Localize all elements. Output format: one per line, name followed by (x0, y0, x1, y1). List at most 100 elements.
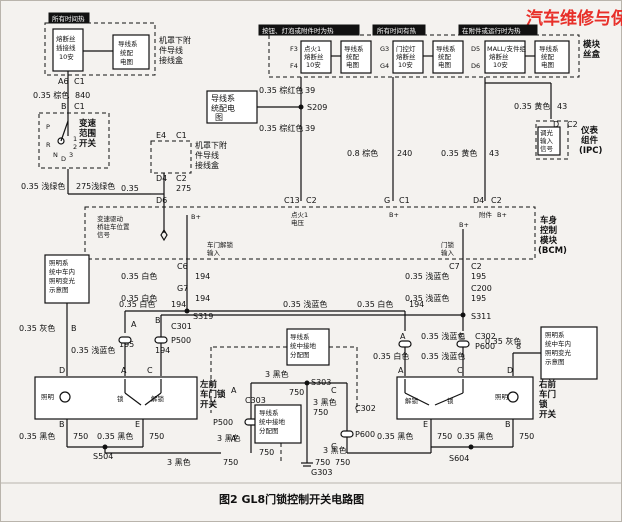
svg-text:C2: C2 (306, 196, 317, 205)
svg-text:统中车内: 统中车内 (545, 339, 571, 348)
svg-text:S504: S504 (93, 452, 113, 461)
svg-text:D: D (553, 120, 559, 129)
svg-text:信号: 信号 (540, 144, 554, 153)
svg-text:D: D (59, 366, 65, 375)
svg-text:电图: 电图 (541, 60, 554, 69)
svg-text:0.35 黄色: 0.35 黄色 (441, 148, 477, 158)
svg-text:750: 750 (313, 408, 328, 417)
svg-text:P500: P500 (213, 418, 233, 427)
range-switch-box (38, 112, 110, 169)
svg-text:B+: B+ (459, 221, 469, 229)
svg-text:照明系: 照明系 (49, 258, 69, 267)
svg-text:194: 194 (155, 346, 170, 355)
svg-text:0.35 白色: 0.35 白色 (373, 351, 409, 361)
svg-text:控制: 控制 (540, 225, 558, 236)
svg-text:示意图: 示意图 (49, 285, 69, 294)
svg-text:194: 194 (195, 294, 210, 303)
svg-text:0.35: 0.35 (121, 184, 139, 193)
svg-text:输入: 输入 (540, 136, 554, 145)
svg-text:统中接地: 统中接地 (259, 417, 286, 426)
svg-text:MALL/支件组: MALL/支件组 (487, 44, 526, 53)
svg-text:电图: 电图 (346, 60, 359, 69)
svg-text:变速: 变速 (79, 118, 97, 129)
svg-text:194: 194 (171, 300, 186, 309)
svg-text:0.35 黑色: 0.35 黑色 (377, 431, 413, 441)
svg-text:门锁: 门锁 (441, 240, 455, 249)
svg-text:锁: 锁 (117, 394, 124, 403)
svg-text:统中接地: 统中接地 (290, 341, 317, 350)
svg-text:导线系: 导线系 (118, 39, 138, 48)
svg-text:统配: 统配 (120, 48, 134, 57)
svg-text:G4: G4 (380, 62, 389, 70)
svg-text:模块: 模块 (540, 235, 558, 246)
svg-text:10安: 10安 (59, 52, 74, 61)
svg-text:0.35 浅蓝色: 0.35 浅蓝色 (421, 351, 465, 361)
fuse-block-main (268, 34, 580, 78)
svg-text:熔断丝: 熔断丝 (489, 52, 509, 61)
wire-label-840: 0.35 棕色 (33, 90, 69, 100)
fuse-g-box (392, 40, 424, 74)
svg-text:导线系: 导线系 (344, 44, 364, 53)
svg-text:B+: B+ (191, 213, 201, 221)
svg-text:3 黑色: 3 黑色 (323, 445, 347, 455)
svg-text:D5: D5 (471, 45, 480, 53)
svg-text:39: 39 (305, 86, 315, 95)
engine-acc-mid-box (150, 140, 192, 174)
svg-text:照明: 照明 (495, 393, 509, 401)
svg-text:A: A (400, 332, 406, 341)
svg-text:所有时间有热: 所有时间有热 (377, 26, 417, 35)
svg-text:C1: C1 (74, 102, 85, 111)
svg-text:导线系: 导线系 (259, 408, 279, 417)
svg-text:电压: 电压 (291, 218, 305, 227)
svg-text:车门解锁: 车门解锁 (207, 240, 234, 249)
svg-text:E4: E4 (156, 131, 166, 140)
svg-text:C200: C200 (471, 284, 492, 293)
svg-text:C13: C13 (284, 196, 300, 205)
svg-text:在附件或运行时为热: 在附件或运行时为热 (462, 26, 521, 35)
svg-text:G7: G7 (177, 284, 188, 293)
svg-text:A: A (231, 386, 237, 395)
svg-text:件导线: 件导线 (195, 150, 219, 160)
svg-text:S604: S604 (449, 454, 469, 463)
svg-text:电图: 电图 (120, 57, 133, 66)
svg-text:B: B (61, 102, 67, 111)
svg-text:194: 194 (409, 300, 424, 309)
svg-text:0.35 白色: 0.35 白色 (121, 271, 157, 281)
fuse-left-box (52, 28, 84, 72)
svg-text:750: 750 (519, 432, 534, 441)
svg-text:B+: B+ (497, 211, 507, 219)
svg-text:统配电: 统配电 (211, 103, 235, 113)
svg-text:组件: 组件 (581, 135, 599, 146)
svg-text:0.35 白色: 0.35 白色 (357, 299, 393, 309)
svg-text:195: 195 (471, 272, 486, 281)
svg-text:0.35 浅蓝色: 0.35 浅蓝色 (405, 293, 449, 303)
svg-text:照明变光: 照明变光 (545, 348, 572, 357)
svg-text:A: A (121, 366, 127, 375)
svg-text:熔断丝: 熔断丝 (396, 52, 416, 61)
svg-text:点火1: 点火1 (291, 211, 308, 219)
svg-text:194: 194 (195, 272, 210, 281)
fuse-d-box (484, 40, 526, 74)
svg-text:C2: C2 (491, 196, 502, 205)
svg-text:A: A (231, 434, 237, 443)
svg-text:0.35 浅蓝色: 0.35 浅蓝色 (71, 345, 115, 355)
svg-text:导线系: 导线系 (539, 44, 559, 53)
svg-text:(BCM): (BCM) (538, 246, 567, 256)
svg-text:C303: C303 (245, 396, 266, 405)
svg-text:750: 750 (73, 432, 88, 441)
svg-text:195: 195 (119, 340, 134, 349)
svg-text:照明系: 照明系 (545, 330, 565, 339)
svg-text:G303: G303 (311, 468, 332, 477)
svg-text:D6: D6 (471, 62, 480, 70)
svg-text:1: 1 (73, 135, 77, 143)
svg-text:10安: 10安 (493, 60, 508, 69)
svg-text:锁: 锁 (447, 396, 454, 405)
svg-text:开关: 开关 (539, 409, 557, 420)
svg-text:C: C (457, 366, 463, 375)
svg-text:0.35 白色: 0.35 白色 (121, 293, 157, 303)
svg-text:C: C (459, 332, 465, 341)
svg-text:750: 750 (437, 432, 452, 441)
svg-text:275浅绿色: 275浅绿色 (76, 181, 115, 191)
ipc-dashed (535, 120, 569, 160)
svg-text:P600: P600 (355, 430, 375, 439)
